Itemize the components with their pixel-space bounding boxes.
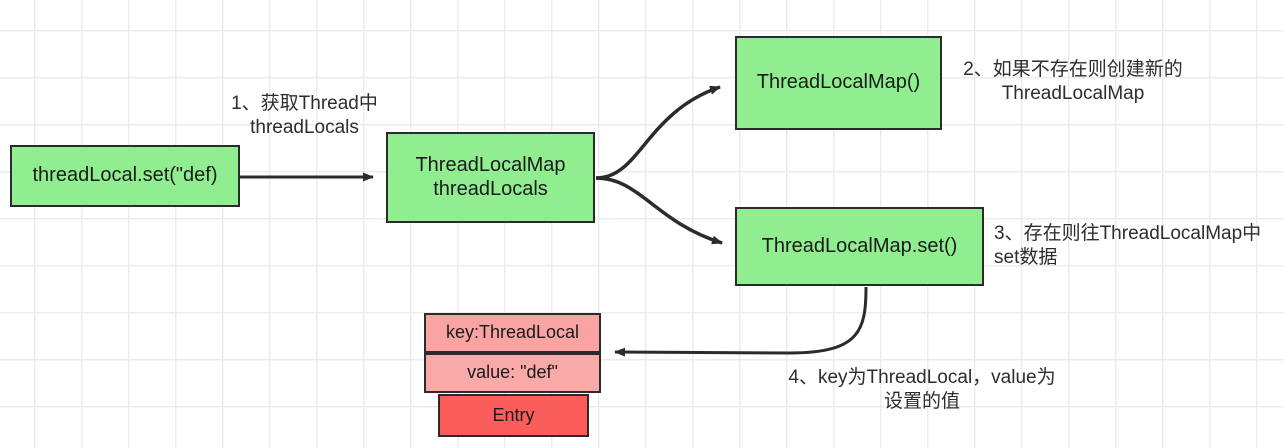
node-entry-key[interactable]: key:ThreadLocal [424,313,601,353]
node-entry-value[interactable]: value: "def" [424,353,601,393]
node-entry-label: Entry [492,404,535,425]
annotation-step-3: 3、存在则往ThreadLocalMap中 set数据 [994,223,1262,269]
annotation-step-2: 2、如果不存在则创建新的 ThreadLocalMap [963,59,1183,105]
node-entry-value-label: value: "def" [467,362,558,383]
node-threadlocals-line2: threadLocals [433,177,548,200]
node-entry-key-label: key:ThreadLocal [445,322,580,343]
node-threadlocals-line1: ThreadLocalMap [415,153,566,176]
annotation-step-4: 4、key为ThreadLocal，value为 设置的值 [788,367,1056,413]
annotation-step-1: 1、获取Thread中 threadLocals [231,93,378,139]
node-entry[interactable]: Entry [438,394,589,437]
node-threadlocalmap-constructor-label: ThreadLocalMap() [756,71,921,94]
edge-threadlocals-to-new-map [595,85,721,180]
node-threadlocal-set-label: threadLocal.set("def) [32,164,218,187]
node-threadlocalmap-threadlocals[interactable]: ThreadLocalMap threadLocals [386,132,595,223]
node-threadlocalmap-threadlocals-label: ThreadLocalMap threadLocals [415,154,565,201]
node-threadlocalmap-constructor[interactable]: ThreadLocalMap() [735,36,942,130]
edge-map-set-to-entry [614,286,868,357]
node-threadlocalmap-set[interactable]: ThreadLocalMap.set() [735,207,984,286]
node-threadlocalmap-set-label: ThreadLocalMap.set() [761,234,958,257]
node-threadlocal-set[interactable]: threadLocal.set("def) [10,145,240,207]
edge-threadlocals-to-map-set [595,176,723,245]
